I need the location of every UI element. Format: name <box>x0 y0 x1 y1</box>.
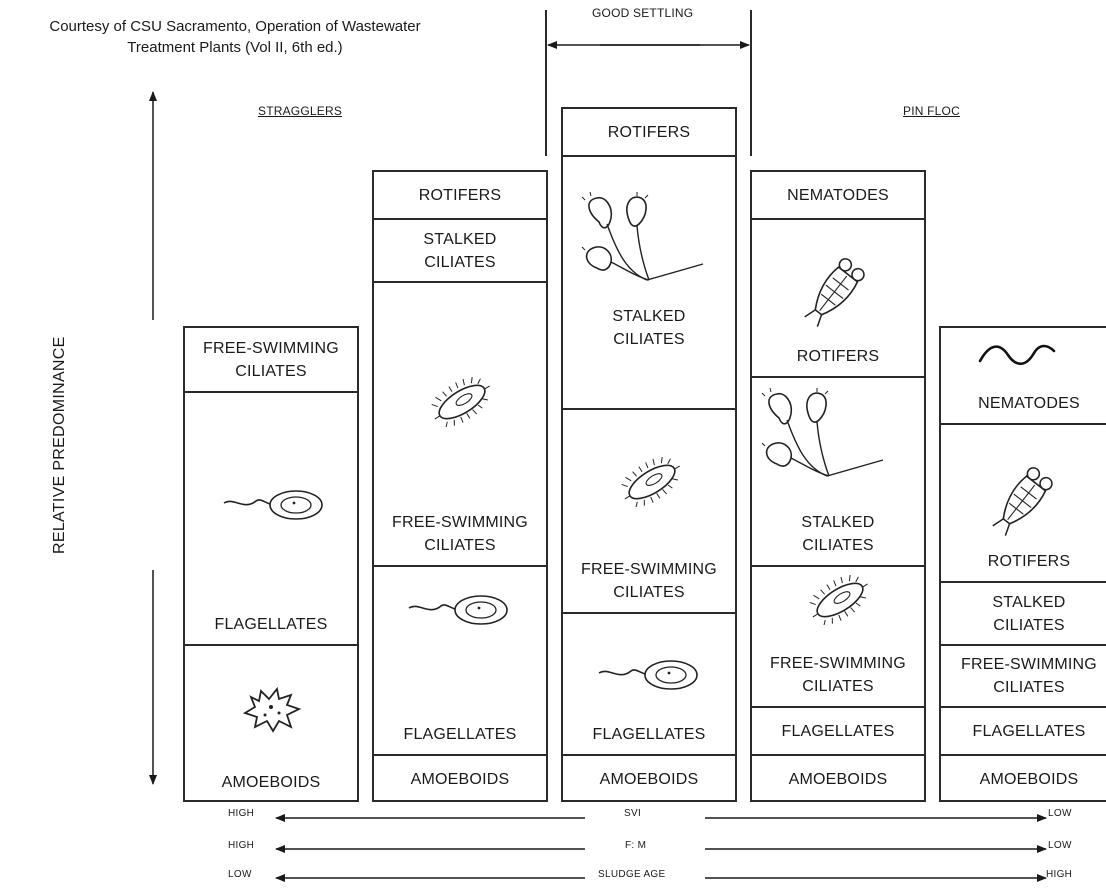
diagram-lines <box>0 0 1106 888</box>
